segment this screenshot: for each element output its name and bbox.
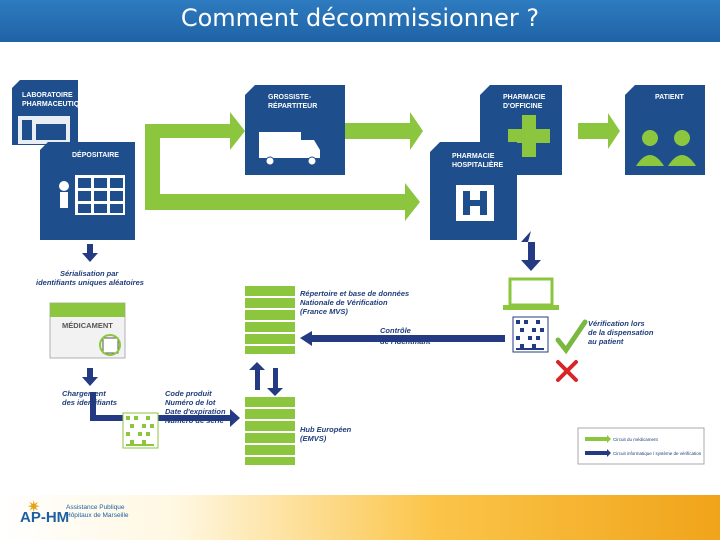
hospital-line1: PHARMACIE [452, 153, 495, 160]
box-laboratoire: LABORATOIRE PHARMACEUTIQUE [12, 80, 89, 145]
blue-arrow-server-down [249, 362, 265, 390]
blue-flow-arrows [82, 231, 541, 427]
box-depositaire: DÉPOSITAIRE [40, 142, 135, 240]
legend-blue-flow: Circuit informatique / système de vérifi… [613, 451, 702, 456]
green-arrow-grossiste-to-officine [345, 112, 423, 150]
legend-green-flow: Circuit du médicament [613, 437, 659, 442]
green-flow-arrows [145, 112, 620, 221]
lab-line1: LABORATOIRE [22, 92, 73, 99]
chargement-line1: Chargement [62, 389, 106, 398]
box-grossiste: GROSSISTE- RÉPARTITEUR [245, 85, 345, 175]
chargement-line2: des identifiants [62, 398, 117, 407]
serialisation-line1: Sérialisation par [60, 269, 119, 278]
depositaire-label: DÉPOSITAIRE [72, 150, 119, 159]
datamatrix-code-right [512, 316, 549, 353]
lab-line2: PHARMACEUTIQUE [22, 101, 89, 108]
grossiste-line2: RÉPARTITEUR [268, 101, 317, 110]
blue-arrow-server-up [267, 368, 283, 396]
grossiste-line1: GROSSISTE- [268, 94, 312, 101]
blue-arrow-depositaire-down [82, 244, 98, 262]
repertoire-line3: (France MVS) [300, 307, 348, 316]
blue-arrow-hospital-up [521, 231, 531, 242]
controle-line1: Contrôle [380, 326, 411, 335]
box-hospital: PHARMACIE HOSPITALIÈRE [430, 142, 517, 240]
logo-line1: Assistance Publique [66, 504, 125, 511]
medicament-label: MÉDICAMENT [62, 321, 113, 330]
title-bar [0, 0, 720, 42]
check-icon [555, 319, 588, 355]
footer-band [0, 495, 720, 540]
blue-arrow-medicament-down [82, 368, 98, 386]
repertoire-line2: Nationale de Vérification [300, 298, 388, 307]
server-emvs [245, 397, 295, 465]
blue-arrow-hospital-down [521, 242, 541, 271]
officine-line2: D'OFFICINE [503, 103, 543, 110]
green-arrow-officine-to-patient [578, 113, 620, 149]
server-france-mvs [245, 286, 295, 354]
verif-line1: Vérification lors [588, 319, 645, 328]
laptop-icon [503, 277, 559, 310]
legend: Circuit du médicament Circuit informatiq… [577, 427, 705, 465]
slide-title: Comment décommissionner ? [180, 4, 540, 32]
medicament-box: MÉDICAMENT [49, 302, 126, 359]
blue-arrow-controle-left [300, 331, 505, 346]
logo-text: AP-HM [20, 509, 70, 526]
repertoire-line1: Répertoire et base de données [300, 289, 409, 298]
datamatrix-code-left [122, 412, 159, 449]
code-line2: Numéro de lot [165, 398, 216, 407]
patient-label: PATIENT [655, 94, 685, 101]
verif-line3: au patient [588, 337, 624, 346]
logo-line2: Hôpitaux de Marseille [66, 512, 129, 519]
code-line4: Numéro de série [165, 416, 224, 425]
officine-line1: PHARMACIE [503, 94, 546, 101]
box-patient: PATIENT [625, 85, 705, 175]
logo-subtitle: Assistance Publique Hôpitaux de Marseill… [66, 504, 129, 520]
controle-line2: de l'identifiant [380, 337, 431, 346]
hub-line1: Hub Européen [300, 425, 352, 434]
cross-icon [556, 360, 578, 382]
verif-line2: de la dispensation [588, 328, 654, 337]
logo-star-icon: ✷ [27, 499, 41, 516]
code-line3: Date d'expiration [165, 407, 226, 416]
green-arrow-grossiste-to-hospital [145, 138, 420, 221]
code-line1: Code produit [165, 389, 212, 398]
serialisation-line2: identifiants uniques aléatoires [36, 278, 144, 287]
green-arrow-lab-to-grossiste [145, 112, 245, 150]
hospital-line2: HOSPITALIÈRE [452, 160, 504, 169]
hub-line2: (EMVS) [300, 434, 327, 443]
